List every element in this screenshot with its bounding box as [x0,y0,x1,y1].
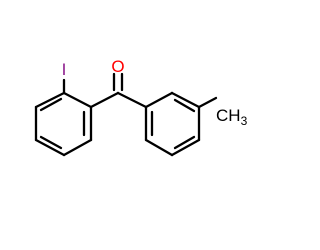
methyl-subscript: 3 [241,114,248,128]
bond-left-ring-1 [62,91,93,109]
bond-carbonyl-left [89,91,120,109]
bond-carbonyl-right [116,91,148,109]
double-bond-right-ring-b [173,135,196,150]
methyl-label: CH3 [216,106,248,128]
left-benzene-ring [34,91,93,157]
double-bond-left-ring-c [39,97,63,112]
bond-left-ring-4 [34,138,66,157]
right-benzene-ring [144,91,201,157]
bond-c-methyl [197,96,218,109]
bond-right-ring-1 [144,91,174,109]
molecule-structure: I O CH3 [34,57,248,157]
bond-left-ring-3 [62,138,93,157]
bond-right-ring-4 [170,138,201,157]
iodine-label: I [62,60,67,79]
carbonyl-group [89,72,148,109]
bond-right-ring-5 [144,138,174,157]
oxygen-label: O [111,57,124,76]
methyl-symbol: CH [216,106,241,125]
bond-right-ring-2 [170,91,201,109]
bond-left-ring-6 [34,91,66,109]
double-bond-right-ring-a [173,98,196,113]
double-bond-left-ring-b [39,135,63,150]
